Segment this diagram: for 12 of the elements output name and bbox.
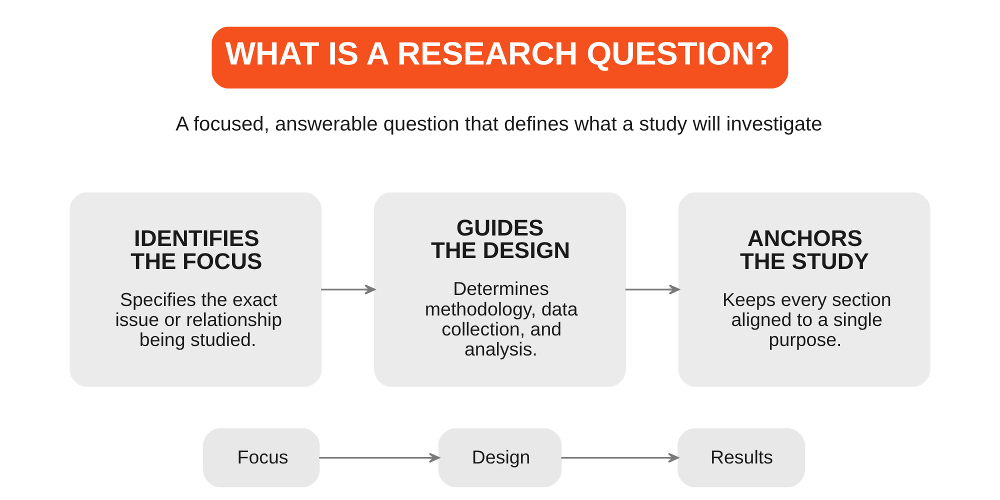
node-box: Results — [678, 428, 805, 488]
diagram-title: WHAT IS A RESEARCH QUESTION? — [225, 36, 774, 72]
node-box: ANCHORS THE STUDY Keeps every section aligned to a single purpose. — [678, 192, 930, 387]
node-box: GUIDES THE DESIGN Determines methodology, data collection, and analysis. — [374, 192, 626, 387]
node-box: Design — [438, 428, 562, 488]
arrow — [319, 452, 440, 463]
arrow — [321, 284, 376, 295]
node-box: IDENTIFIES THE FOCUS Specifies the exact issue or relationship being studied. — [70, 192, 322, 387]
label: A focused, answerable question that defines what a study will investigate — [176, 114, 822, 136]
node-box: Focus — [203, 428, 320, 488]
arrow — [625, 284, 680, 295]
arrow — [561, 452, 679, 463]
